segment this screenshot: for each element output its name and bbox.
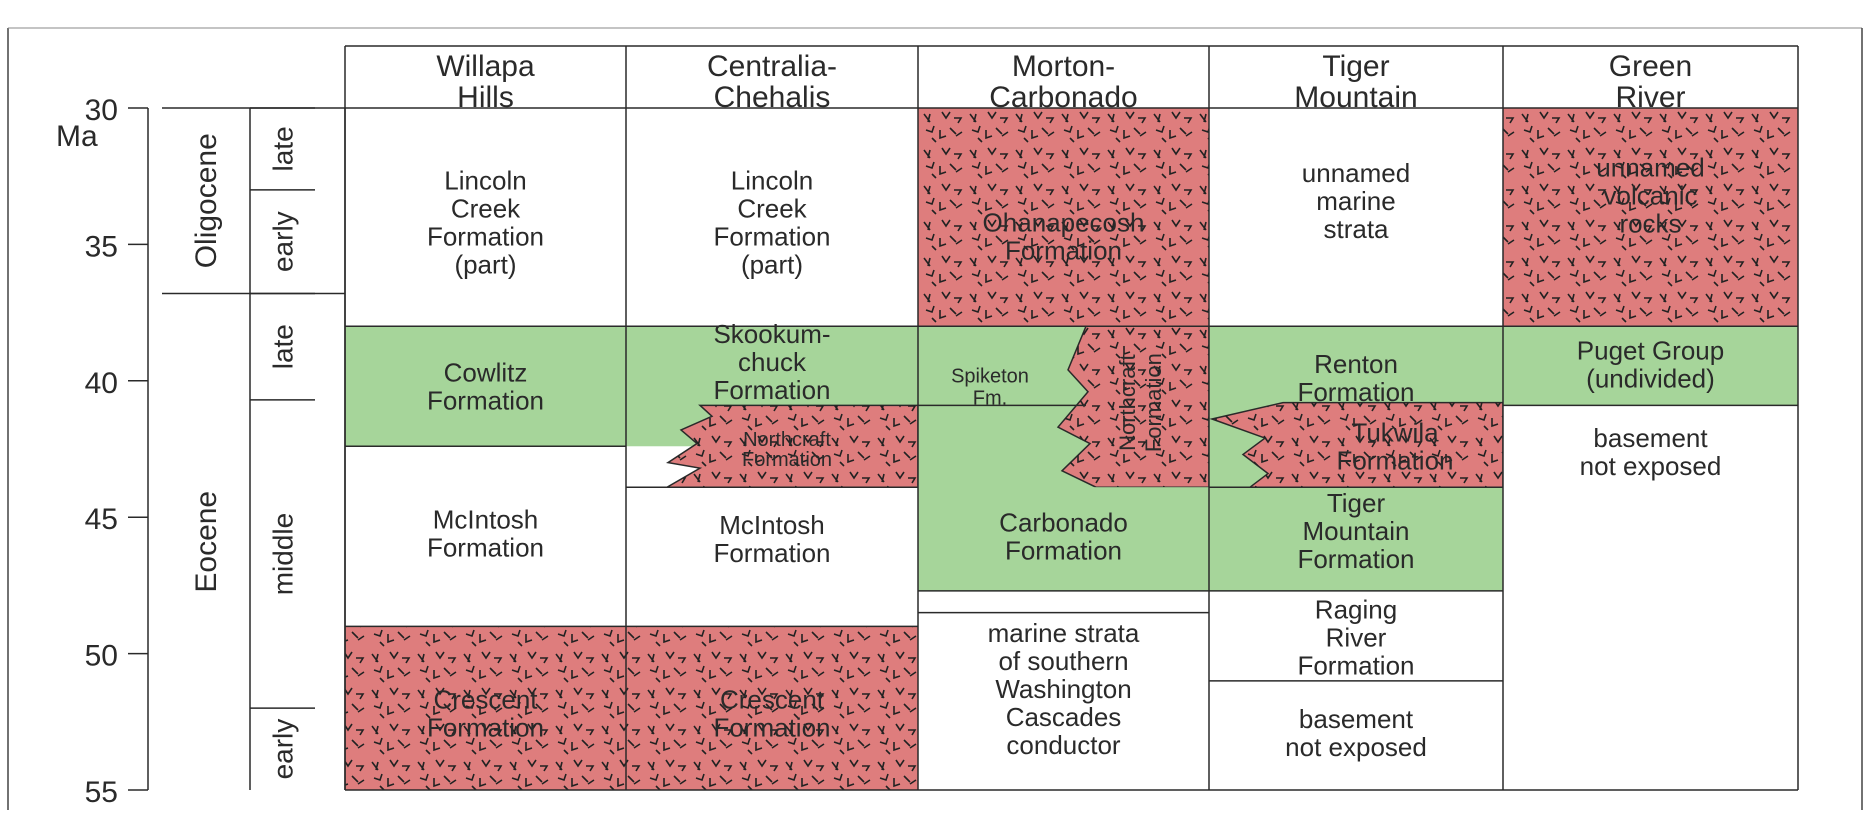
unit-label: chuck [738,347,807,377]
unit-label: Formation [1297,544,1414,574]
unit-label: McIntosh [433,505,539,535]
age-tick-label: 35 [85,230,118,263]
column-header: Mountain [1294,81,1417,114]
unit-label: Formation [742,449,832,471]
unit-label: Lincoln [731,166,813,196]
unit-label: Cascades [1006,702,1122,732]
unit-label: Renton [1314,349,1398,379]
unit-label: (undivided) [1586,364,1715,394]
age-unit-label: Ma [56,120,98,153]
unit-label: Crescent [720,685,825,715]
unit-label: Mountain [1303,516,1410,546]
unit-label: not exposed [1580,451,1722,481]
unit-label: basement [1299,704,1414,734]
unit-label: rocks [1619,208,1681,238]
unit-label: Formation [713,222,830,252]
unit-label: Formation [1336,445,1453,475]
unit-label: conductor [1006,730,1121,760]
age-tick-label: 50 [85,640,118,673]
unit-label: unnamed [1596,152,1704,182]
subepoch-label: late [268,324,299,369]
unit-label: Formation [713,375,830,405]
age-tick-label: 40 [85,367,118,400]
unit-label: marine [1316,186,1395,216]
unit-label: Northcraft [1115,354,1140,451]
unit-label: of southern [998,646,1128,676]
unit-label: unnamed [1302,158,1410,188]
epoch-label: Eocene [190,491,223,593]
unit-label: Spiketon [951,365,1029,387]
subepoch-label: middle [268,513,299,595]
subepoch-label: late [268,126,299,171]
unit-label: Formation [427,713,544,743]
unit-label: Formation [713,713,830,743]
unit-label: (part) [454,250,516,280]
unit-label: not exposed [1285,732,1427,762]
column-header: Hills [457,81,514,114]
unit-label: Tukwila [1351,417,1439,447]
column-header: Willapa [436,50,535,83]
unit-label: Lincoln [444,166,526,196]
unit-label: McIntosh [719,510,825,540]
unit-label: Formation [1141,353,1166,452]
column-header: Chehalis [714,81,831,114]
unit-label: Formation [1297,377,1414,407]
unit-label: Crescent [433,685,538,715]
unit-label: volcanic [1604,180,1698,210]
age-tick-label: 45 [85,503,118,536]
unit-label: Skookum- [713,319,830,349]
subepoch-label: early [268,719,299,780]
unit-label: Fm. [973,387,1007,409]
unit-label: (part) [741,250,803,280]
unit-label: Formation [1005,235,1122,265]
unit-label: Tiger [1327,488,1386,518]
unit-label: Raging [1315,594,1397,624]
subepoch-label: early [268,211,299,272]
unit-label: Formation [427,385,544,415]
unit-label: Creek [737,194,807,224]
column-header: Centralia- [707,50,837,83]
column-header: Tiger [1322,50,1389,83]
epoch-label: Oligocene [190,133,223,268]
unit-label: River [1326,622,1387,652]
unit-label: basement [1593,423,1708,453]
unit-label: Carbonado [999,507,1128,537]
unit-label: Formation [427,222,544,252]
unit-label: Washington [995,674,1131,704]
unit-label: Formation [713,538,830,568]
column-header: Green [1609,50,1692,83]
column-header: River [1615,81,1685,114]
unit-label: strata [1323,214,1389,244]
unit-label: Formation [1005,535,1122,565]
unit-label: Ohanapecosh [983,207,1145,237]
unit-label: Creek [451,194,521,224]
unit-label: Cowlitz [444,357,528,387]
unit-label: Puget Group [1577,336,1724,366]
column-header: Morton- [1012,50,1115,83]
unit-label: Formation [1297,650,1414,680]
unit-label: Formation [427,533,544,563]
age-tick-label: 55 [85,776,118,809]
unit-label: Northcraft [743,429,831,451]
column-header: Carbonado [989,81,1137,114]
unit-label: marine strata [988,618,1140,648]
